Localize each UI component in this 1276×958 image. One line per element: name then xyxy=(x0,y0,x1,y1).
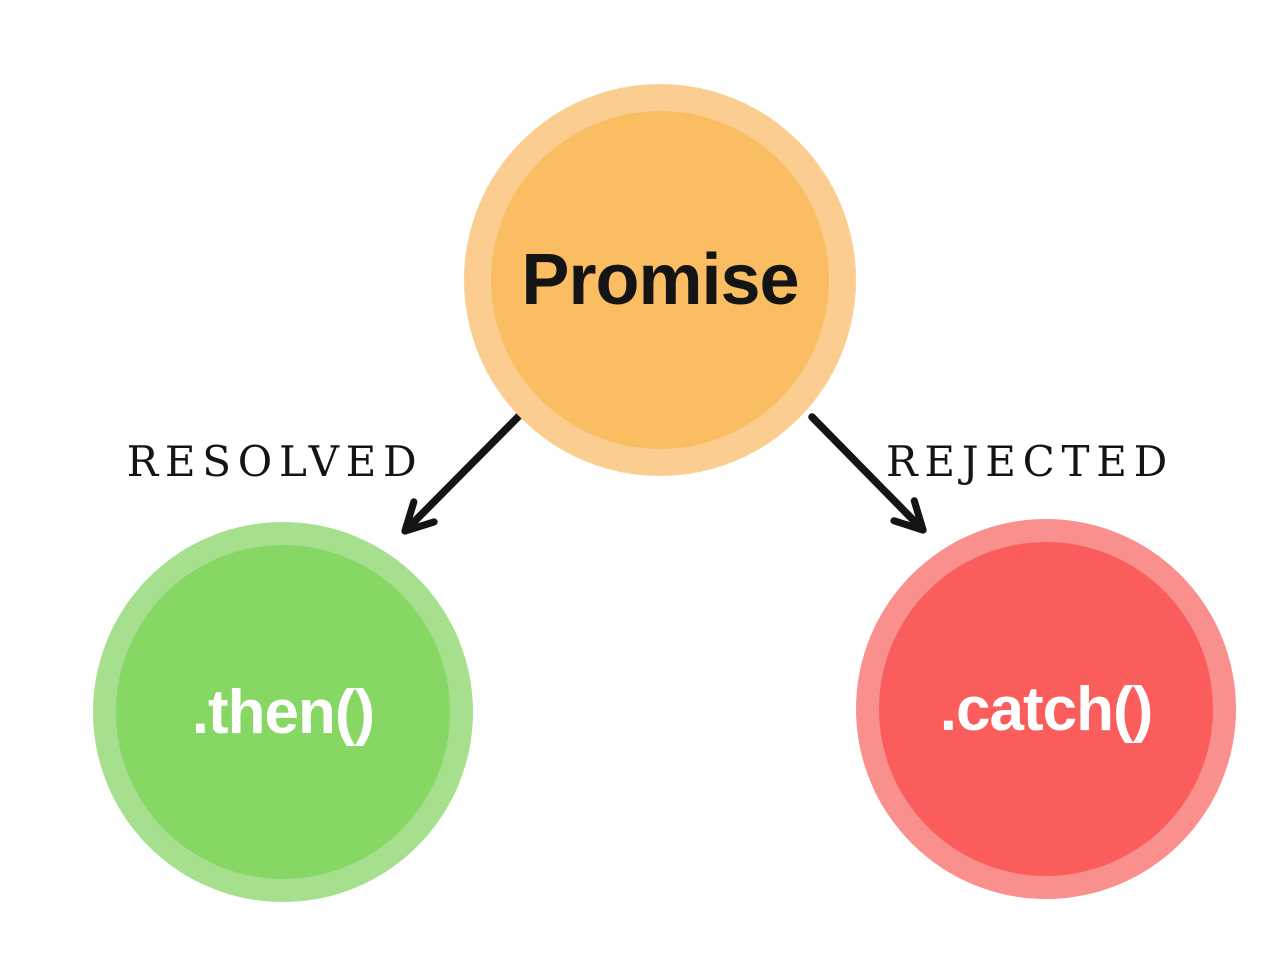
rejected-edge-label: REJECTED xyxy=(885,437,1175,486)
then-node: .then() xyxy=(93,522,473,902)
then-label: .then() xyxy=(191,677,375,747)
catch-label: .catch() xyxy=(939,674,1153,744)
then-node-inner: .then() xyxy=(116,545,450,879)
resolved-edge-label: RESOLVED xyxy=(126,437,424,486)
promise-node-inner: Promise xyxy=(491,111,829,449)
promise-label: Promise xyxy=(521,240,799,320)
catch-node-inner: .catch() xyxy=(879,542,1213,876)
promise-node: Promise xyxy=(464,84,856,476)
catch-node: .catch() xyxy=(856,519,1236,899)
